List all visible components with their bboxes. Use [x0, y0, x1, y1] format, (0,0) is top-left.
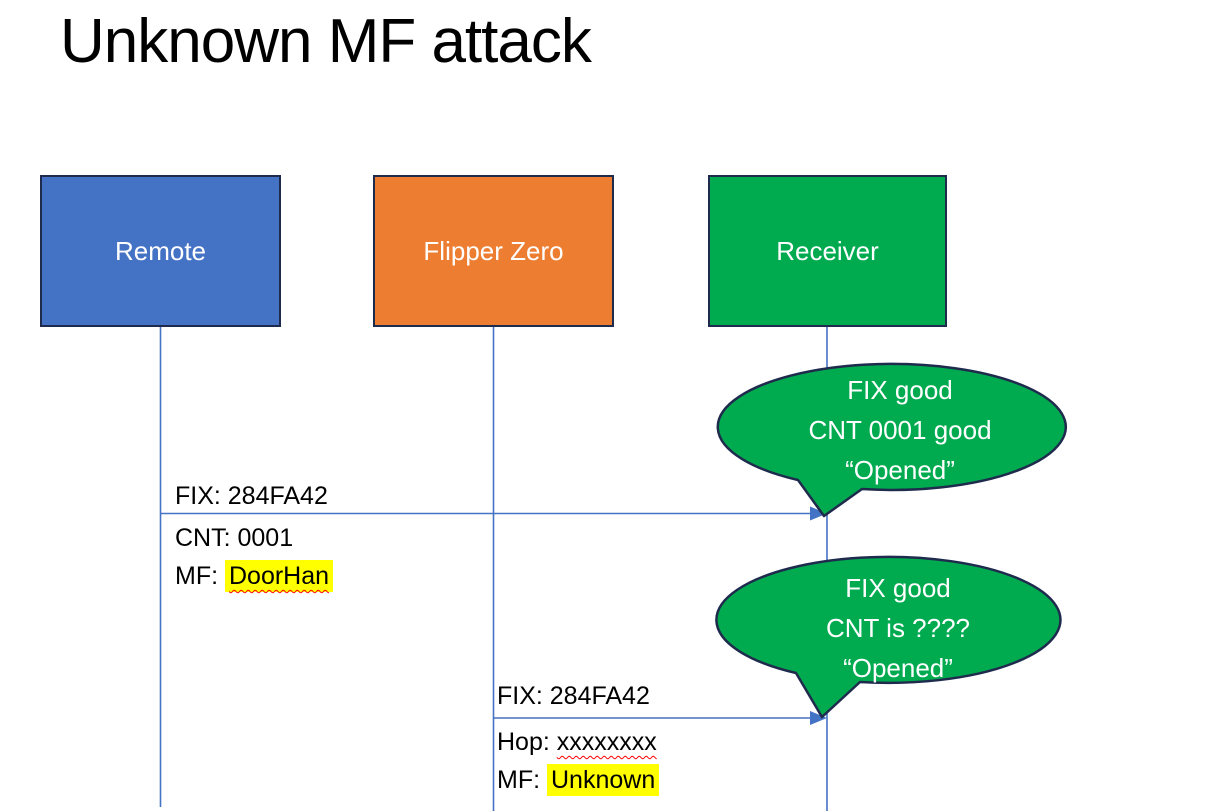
actor-box-remote: Remote — [40, 175, 281, 327]
actor-label-remote: Remote — [114, 235, 207, 266]
message1-fix-label: FIX: 284FA42 — [175, 482, 328, 510]
speech-bubble-1-text: FIX good CNT 0001 good “Opened” — [726, 370, 1074, 490]
bubble-line: CNT is ???? — [825, 613, 971, 643]
arrowhead-icon — [810, 506, 827, 521]
bubble-line: “Opened” — [845, 455, 955, 485]
message2-fix-label: FIX: 284FA42 — [497, 682, 650, 710]
bubble-line: “Opened” — [843, 653, 953, 683]
speech-bubble-2-text: FIX good CNT is ???? “Opened” — [724, 568, 1072, 688]
page-title: Unknown MF attack — [60, 7, 592, 76]
speech-bubble-2 — [715, 555, 1062, 719]
message-arrow-flipper-to-receiver — [494, 711, 827, 725]
actor-box-flipper-zero: Flipper Zero — [373, 175, 614, 327]
message1-mf-label: MF: DoorHan — [175, 557, 334, 595]
actor-box-receiver: Receiver — [708, 175, 947, 327]
message2-hop-label: Hop: xxxxxxxx — [497, 728, 657, 756]
bubble-line: CNT 0001 good — [808, 415, 992, 445]
message-arrow-remote-to-receiver — [161, 506, 827, 521]
message2-detail-labels: Hop: xxxxxxxx MF: Unknown — [497, 723, 660, 799]
speech-bubble-1 — [716, 362, 1067, 518]
bubble-line: FIX good — [845, 573, 951, 603]
message1-detail-labels: CNT: 0001 MF: DoorHan — [175, 519, 334, 595]
actor-label-flipper-zero: Flipper Zero — [423, 235, 564, 266]
arrowhead-icon — [810, 711, 827, 725]
actor-label-receiver: Receiver — [776, 235, 879, 266]
message1-cnt-label: CNT: 0001 — [175, 524, 294, 552]
message2-mf-label: MF: Unknown — [497, 761, 660, 799]
highlighted-value: Unknown — [547, 764, 660, 796]
bubble-line: FIX good — [847, 375, 953, 405]
misspelled-value: xxxxxxxx — [556, 728, 657, 756]
highlighted-misspelled-value: DoorHan — [225, 560, 334, 592]
